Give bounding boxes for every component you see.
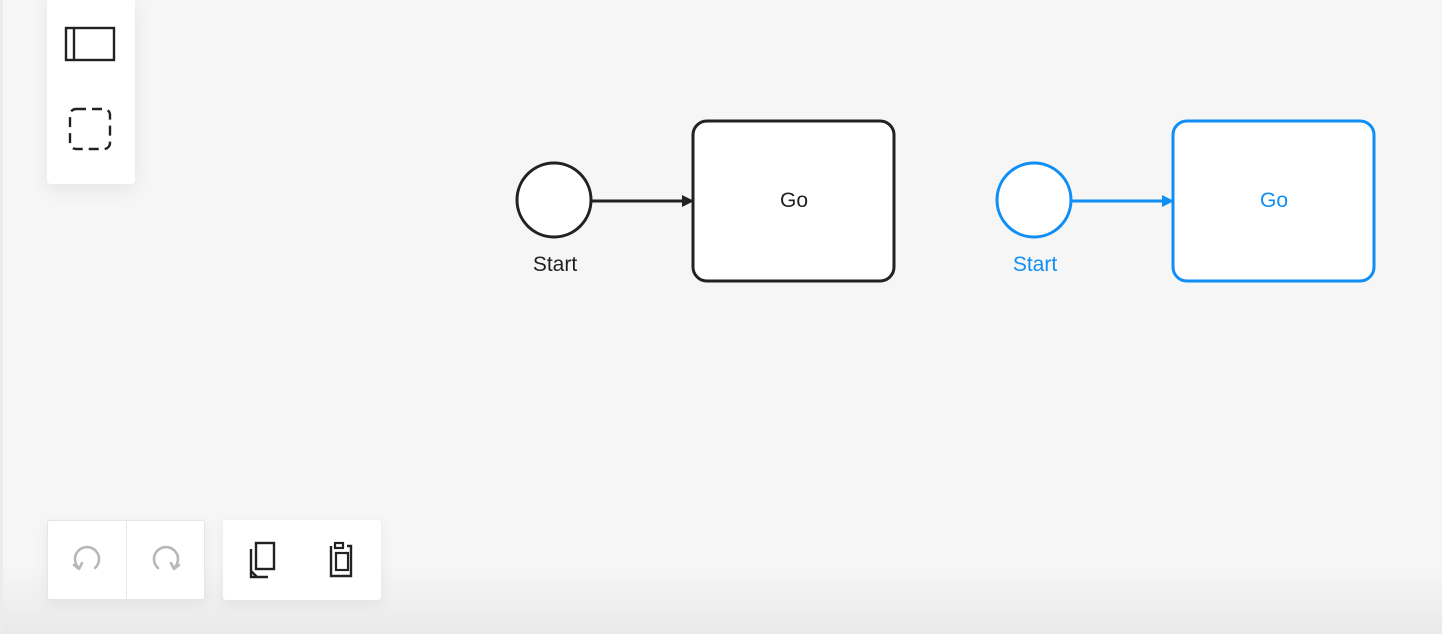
copy-icon [249,541,276,579]
create-pool-tool[interactable] [63,16,119,72]
undo-button[interactable] [48,521,126,599]
start-event-label: Start [533,253,578,276]
start-event-selected[interactable] [995,161,1073,239]
copy-button[interactable] [223,520,301,600]
task-label-selected: Go [1260,189,1288,212]
process-default: Start Go [515,119,896,283]
undo-icon [72,545,101,571]
undo-redo-toolbar [47,520,205,600]
clipboard-toolbar [223,520,381,600]
lasso-tool[interactable] [63,102,119,158]
start-event-label-selected: Start [1013,253,1058,276]
redo-button[interactable] [126,521,204,599]
paste-icon [329,541,353,578]
paste-button[interactable] [301,520,379,600]
task[interactable] [691,119,896,283]
redo-icon [152,545,180,571]
process-selected: Start Go [995,119,1376,283]
bpmn-diagram: Start Go Start Go [515,119,1376,283]
pool-icon [64,26,116,62]
tool-palette [47,0,135,184]
start-event[interactable] [515,161,593,239]
task-selected[interactable] [1171,119,1376,283]
task-label: Go [780,189,808,212]
lasso-icon [68,107,112,151]
